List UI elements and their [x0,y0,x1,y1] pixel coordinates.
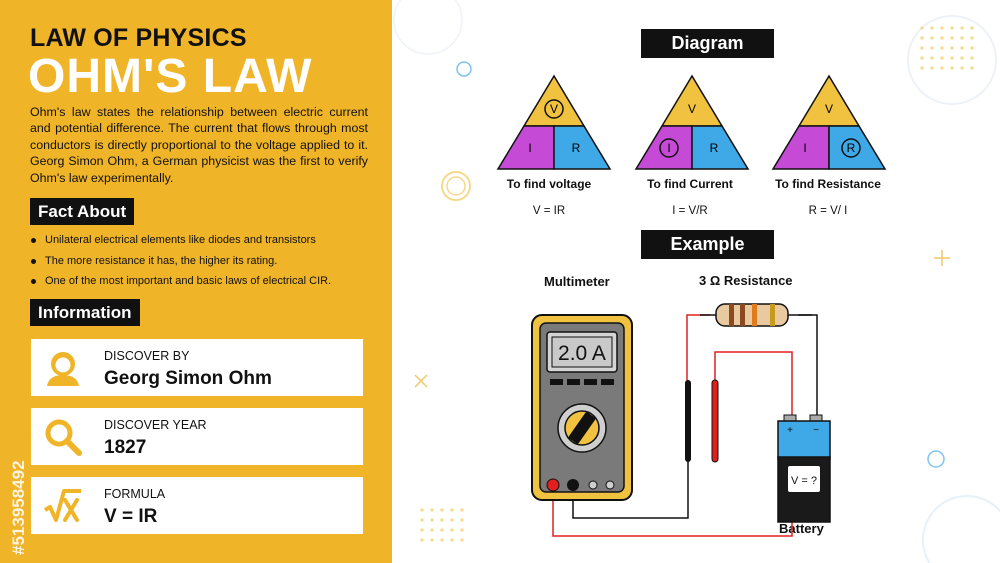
info-label: DISCOVER BY [104,349,190,363]
triangle-v-label: V [825,102,833,116]
deco-ring [907,15,997,105]
triangle-voltage: V I R [496,74,612,170]
caption-current: To find Current [647,177,733,191]
facts-list: Unilateral electrical elements like diod… [30,234,375,296]
triangle-r-label: R [847,141,856,155]
info-card-year: DISCOVER YEAR 1827 [31,408,363,465]
fact-item: One of the most important and basic laws… [30,275,375,288]
info-label: FORMULA [104,487,166,501]
deco-dots [920,26,974,70]
deco-ring [456,61,472,77]
triangle-v-label: V [688,102,696,116]
fact-item: Unilateral electrical elements like diod… [30,234,375,247]
deco-ring [393,0,463,55]
description-text: Ohm's law states the relationship betwee… [30,105,368,185]
stock-id-watermark: #513958492 [9,460,28,555]
info-card-discoverer: DISCOVER BY Georg Simon Ohm [31,339,363,396]
battery-label: Battery [779,521,824,536]
kicker-title: LAW OF PHYSICS [30,24,247,52]
square-root-icon [43,489,81,522]
triangle-i-label: I [528,141,531,155]
battery-text: V = ? [791,475,817,487]
triangle-v-label: V [550,102,558,116]
fact-item: The more resistance it has, the higher i… [30,255,375,268]
deco-plus [934,250,950,266]
left-panel: LAW OF PHYSICS OHM'S LAW Ohm's law state… [0,0,392,563]
caption-voltage: To find voltage [506,177,592,191]
deco-cross [414,374,428,388]
information-heading: Information [30,299,140,326]
example-heading: Example [641,230,774,259]
stock-id-text: #513958492 [9,460,28,555]
battery-minus: − [813,425,819,436]
info-card-formula: FORMULA V = IR [31,477,363,534]
deco-ring [446,176,466,196]
ohms-triangles: V I R V I R V I R [496,74,887,170]
battery-plus: + [787,425,793,436]
multimeter-label: Multimeter [544,274,610,289]
multimeter-display: 2.0 A [558,342,606,365]
resistance-label: 3 Ω Resistance [699,273,793,288]
fact-about-heading: Fact About [30,198,135,225]
info-label: DISCOVER YEAR [104,418,207,432]
magnifier-icon [45,419,82,456]
triangle-i-label: I [803,141,806,155]
triangle-i-label: I [667,141,670,155]
resistor [700,303,812,327]
battery: + − V = ? [777,414,831,523]
page-title: OHM'S LAW [28,50,313,103]
probe-black [685,380,691,462]
person-icon [47,352,79,386]
circuit-diagram: 2.0 A + − V = ? [531,303,831,537]
multimeter: 2.0 A [531,314,633,501]
info-value: 1827 [104,437,147,458]
deco-ring [441,171,471,201]
info-value: V = IR [104,506,158,527]
triangle-r-label: R [572,141,581,155]
formula-voltage: V = IR [532,205,566,217]
formula-resistance: R = V/ I [808,205,848,217]
triangle-resistance: V I R [771,74,887,170]
triangle-r-label: R [710,141,719,155]
decorations [393,0,1000,563]
triangle-current: V I R [634,74,750,170]
info-value: Georg Simon Ohm [104,368,272,389]
probe-red [711,379,719,463]
formula-current: I = V/R [672,205,708,217]
deco-dots [420,508,464,542]
diagram-heading: Diagram [641,29,774,58]
deco-ring [922,495,1000,563]
deco-ring [927,450,945,468]
caption-resistance: To find Resistance [775,177,881,191]
